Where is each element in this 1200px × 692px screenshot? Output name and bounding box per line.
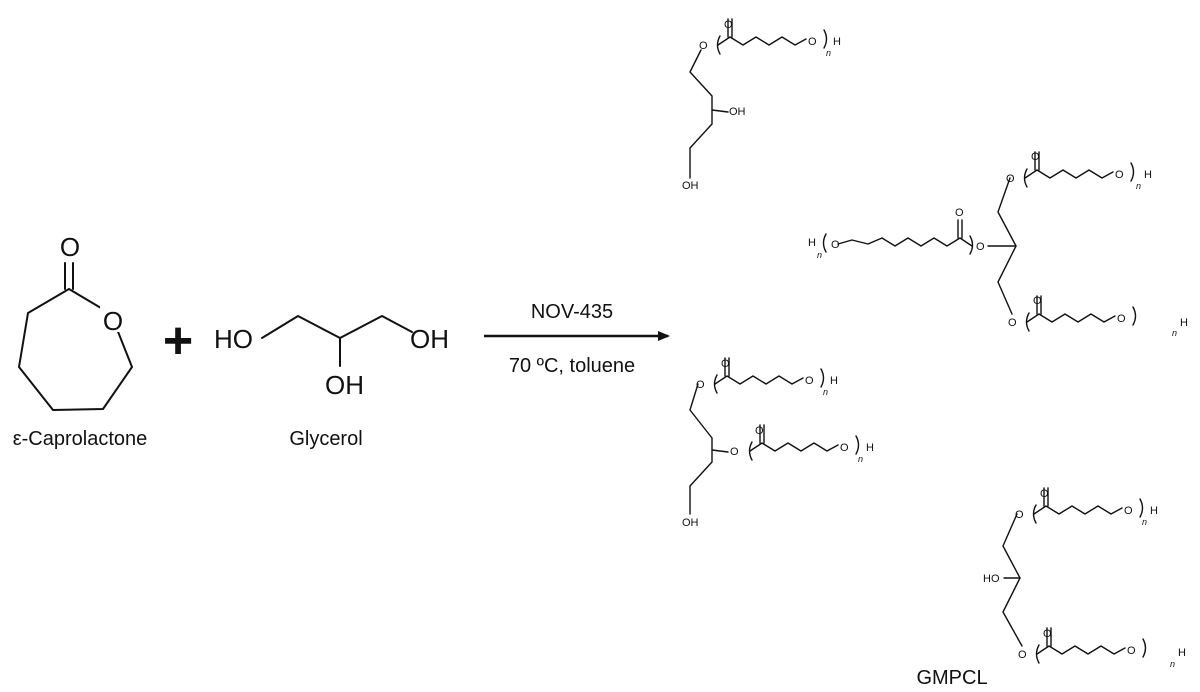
glycerol-oh-right: OH <box>410 324 449 354</box>
svg-text:O: O <box>755 425 764 437</box>
svg-text:n: n <box>1170 659 1175 669</box>
svg-text:O: O <box>808 36 817 48</box>
product-2-triester: O O H n O O O O H n O O H n O <box>808 151 1188 338</box>
svg-text:O: O <box>1033 295 1042 307</box>
svg-text:OH: OH <box>729 106 746 118</box>
svg-text:O: O <box>1031 151 1040 163</box>
svg-text:n: n <box>858 454 863 464</box>
svg-text:OH: OH <box>682 517 699 529</box>
product-4-diester: O O H n O HO O O H n O <box>983 487 1186 669</box>
product-label-gmpcl: GMPCL <box>916 667 987 689</box>
svg-text:O: O <box>831 239 840 251</box>
svg-text:O: O <box>1117 313 1126 325</box>
svg-text:H: H <box>866 442 874 454</box>
glycerol-oh-bottom: OH <box>325 370 364 400</box>
caprolactone-structure: O O <box>18 232 133 411</box>
svg-text:O: O <box>1008 317 1017 329</box>
svg-text:OH: OH <box>682 180 699 192</box>
svg-text:O: O <box>730 446 739 458</box>
svg-text:n: n <box>1136 181 1141 191</box>
caprolactone-label: ε-Caprolactone <box>13 428 148 450</box>
svg-text:O: O <box>721 358 730 370</box>
conditions-label: 70 ºC, toluene <box>509 355 635 377</box>
svg-text:n: n <box>1142 517 1147 527</box>
glycerol-ho-left: HO <box>214 324 253 354</box>
svg-text:HO: HO <box>983 573 1000 585</box>
svg-text:O: O <box>1124 505 1133 517</box>
svg-text:O: O <box>1040 488 1049 500</box>
product-1-monoester: O O H n OH OH O <box>682 18 841 192</box>
svg-text:O: O <box>976 241 985 253</box>
svg-text:H: H <box>1180 317 1188 329</box>
svg-text:H: H <box>833 36 841 48</box>
svg-text:O: O <box>840 442 849 454</box>
product-3-diester: O O H n O O O H n O OH <box>682 357 874 529</box>
svg-text:O: O <box>1127 645 1136 657</box>
svg-text:H: H <box>1178 647 1186 659</box>
plus-sign: + <box>163 312 193 370</box>
svg-text:n: n <box>823 387 828 397</box>
svg-text:O: O <box>1115 169 1124 181</box>
svg-text:H: H <box>1144 169 1152 181</box>
glycerol-label: Glycerol <box>289 428 362 450</box>
glycerol-structure: HO OH OH <box>214 315 449 400</box>
svg-text:n: n <box>1172 328 1177 338</box>
caprolactone-ring-o: O <box>103 306 123 336</box>
svg-text:H: H <box>808 237 816 249</box>
svg-text:n: n <box>817 250 822 260</box>
caprolactone-carbonyl-o: O <box>60 232 80 262</box>
svg-text:O: O <box>1015 509 1024 521</box>
svg-text:n: n <box>826 48 831 58</box>
svg-text:O: O <box>1043 628 1052 640</box>
svg-text:O: O <box>724 19 733 31</box>
svg-text:H: H <box>830 375 838 387</box>
svg-text:O: O <box>805 375 814 387</box>
svg-text:O: O <box>1006 173 1015 185</box>
catalyst-label: NOV-435 <box>531 301 613 323</box>
svg-text:O: O <box>696 379 705 391</box>
svg-text:H: H <box>1150 505 1158 517</box>
svg-text:O: O <box>699 40 708 52</box>
svg-text:O: O <box>1018 649 1027 661</box>
svg-text:O: O <box>955 207 964 219</box>
